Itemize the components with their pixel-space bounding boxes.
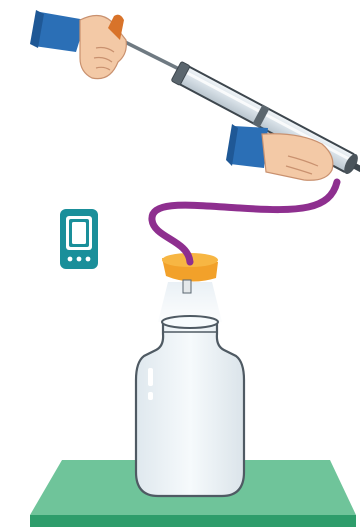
purple-hose <box>152 182 337 262</box>
mobile-device-icon <box>60 209 98 269</box>
upper-hand <box>30 10 126 79</box>
pump-rod <box>125 42 185 72</box>
glass-jar <box>136 316 244 496</box>
